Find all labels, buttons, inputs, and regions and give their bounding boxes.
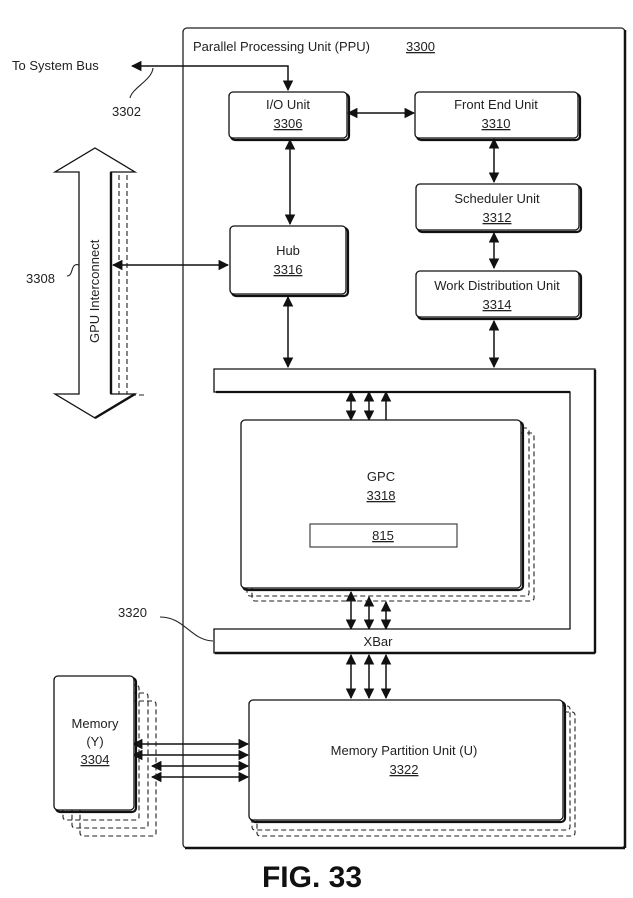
work-distribution-unit-label: Work Distribution Unit [434, 278, 560, 293]
work-distribution-unit-ref: 3314 [483, 297, 512, 312]
figure-caption: FIG. 33 [262, 861, 362, 894]
work-distribution-unit-block: Work Distribution Unit 3314 [415, 270, 583, 321]
scheduler-unit-ref: 3312 [483, 210, 512, 225]
gpc-block: GPC 3318 815 [240, 419, 535, 602]
memory-sub-label: (Y) [86, 734, 103, 749]
xbar-ref: 3320 [118, 605, 147, 620]
system-bus-connection: To System Bus 3302 [12, 58, 294, 119]
gpc-sub-unit-ref: 815 [372, 528, 394, 543]
connections [111, 107, 500, 783]
front-end-unit-label: Front End Unit [454, 97, 538, 112]
hub-block: Hub 3316 [229, 225, 350, 298]
gpc-label: GPC [367, 469, 395, 484]
memory-partition-unit-block: Memory Partition Unit (U) 3322 [248, 699, 576, 837]
io-unit-block: I/O Unit 3306 [228, 91, 351, 142]
ppu-ref: 3300 [406, 39, 435, 54]
front-end-unit-block: Front End Unit 3310 [414, 91, 582, 142]
memory-label: Memory [72, 716, 119, 731]
hub-ref: 3316 [274, 262, 303, 277]
gpc-sub-unit [309, 523, 458, 548]
io-unit-label: I/O Unit [266, 97, 310, 112]
memory-partition-unit-ref: 3322 [390, 762, 419, 777]
gpc-ref: 3318 [367, 488, 396, 503]
scheduler-unit-block: Scheduler Unit 3312 [415, 183, 583, 234]
hub-label: Hub [276, 243, 300, 258]
gpu-interconnect: GPU Interconnect 3308 [26, 147, 145, 420]
xbar-block: XBar 3320 [118, 368, 597, 655]
front-end-unit-ref: 3310 [482, 116, 511, 131]
memory-partition-unit-label: Memory Partition Unit (U) [331, 743, 478, 758]
gpu-interconnect-ref: 3308 [26, 271, 55, 286]
xbar-label: XBar [364, 634, 394, 649]
scheduler-unit-label: Scheduler Unit [454, 191, 540, 206]
memory-ref: 3304 [81, 752, 110, 767]
ppu-title: Parallel Processing Unit (PPU) [193, 39, 370, 54]
system-bus-label: To System Bus [12, 58, 99, 73]
io-unit-ref: 3306 [274, 116, 303, 131]
system-bus-ref: 3302 [112, 104, 141, 119]
memory-block: Memory (Y) 3304 [53, 675, 157, 837]
ppu-container: Parallel Processing Unit (PPU) 3300 [182, 27, 627, 850]
gpu-interconnect-label: GPU Interconnect [87, 239, 102, 343]
